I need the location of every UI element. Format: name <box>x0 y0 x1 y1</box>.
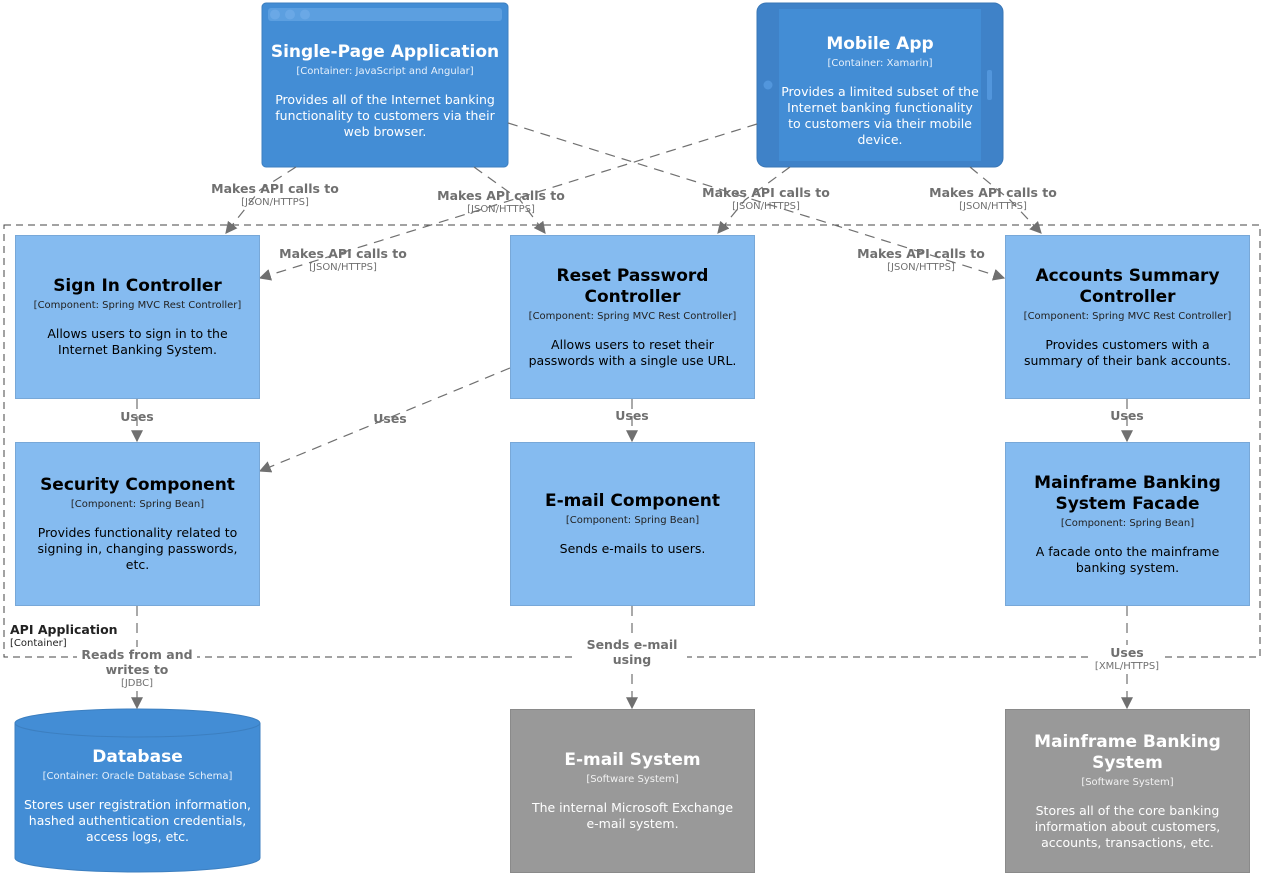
mobile-description: Provides a limited subset of the Interne… <box>781 84 979 147</box>
mainframe-banking-system: Mainframe Banking System [Software Syste… <box>1005 709 1250 873</box>
rel-line-spa-reset <box>473 166 546 234</box>
rel-label-reset-email: Uses <box>615 408 649 423</box>
spa-container: Single-Page Application [Container: Java… <box>268 42 502 140</box>
rel-label-mobile-reset: Makes API calls to [JSON/HTTPS] <box>702 185 830 213</box>
rel-line-reset-security <box>258 367 511 473</box>
rel-label-email-sys: Sends e-mail using <box>577 637 687 667</box>
email-system: E-mail System [Software System] The inte… <box>510 709 755 873</box>
security-component-description: Provides functionality related to signin… <box>37 525 238 572</box>
boundary-tech: [Container] <box>10 638 67 649</box>
rel-label-signin-security: Uses <box>120 409 154 424</box>
sign-in-controller-description: Allows users to sign in to the Internet … <box>47 326 228 357</box>
mainframe-facade-tech: [Component: Spring Bean] <box>1060 517 1195 529</box>
database-cylinder-shape <box>14 708 261 873</box>
rel-label-mobile-signin: Makes API calls to [JSON/HTTPS] <box>279 246 407 274</box>
security-component-tech: [Component: Spring Bean] <box>70 499 205 510</box>
rel-label-tech: [JSON/HTTPS] <box>309 262 377 273</box>
rel-label-tech: [JDBC] <box>120 678 154 689</box>
rel-label-text: Uses <box>373 411 407 426</box>
rel-label-text: Uses <box>120 409 154 424</box>
reset-password-controller: Reset Password Controller [Component: Sp… <box>510 235 755 399</box>
mainframe-banking-system-title: Mainframe Banking System <box>1034 731 1221 773</box>
rel-label-facade-mainframe: Uses [XML/HTTPS] <box>1092 645 1162 673</box>
mobile-title: Mobile App <box>826 34 934 54</box>
sign-in-controller-title: Sign In Controller <box>53 276 222 296</box>
reset-password-controller-title: Reset Password Controller <box>556 265 709 307</box>
rel-label-text: Uses <box>1110 408 1144 423</box>
rel-label-text: Uses <box>1110 645 1144 660</box>
accounts-summary-controller: Accounts Summary Controller [Component: … <box>1005 235 1250 399</box>
spa-tech: [Container: JavaScript and Angular] <box>296 66 474 77</box>
rel-label-tech: [JSON/HTTPS] <box>467 204 535 215</box>
security-component-title: Security Component <box>40 475 235 495</box>
database-tech: [Container: Oracle Database Schema] <box>42 771 233 782</box>
spa-window-shape <box>261 2 509 168</box>
email-system-title: E-mail System <box>564 750 701 770</box>
mainframe-banking-system-description: Stores all of the core banking informati… <box>1034 802 1221 850</box>
rel-label-tech: [JSON/HTTPS] <box>732 201 800 212</box>
rel-label-spa-accounts: Makes API calls to [JSON/HTTPS] <box>857 246 985 274</box>
mainframe-facade-title: Mainframe Banking System Facade <box>1034 472 1221 514</box>
rel-label-reset-security: Uses <box>373 411 407 426</box>
rel-label-text: Makes API calls to <box>929 185 1057 200</box>
rel-label-tech: [JSON/HTTPS] <box>959 201 1027 212</box>
accounts-summary-controller-tech: [Component: Spring MVC Rest Controller] <box>1023 310 1232 322</box>
accounts-summary-controller-description: Provides customers with a summary of the… <box>1023 336 1232 368</box>
rel-line-mobile-reset <box>717 166 791 234</box>
api-application-boundary-label: API Application [Container] <box>10 622 118 650</box>
rel-label-text: Makes API calls to <box>279 246 407 261</box>
reset-password-controller-description: Allows users to reset their passwords wi… <box>528 336 737 368</box>
email-system-description: The internal Microsoft Exchange e-mail s… <box>531 800 734 831</box>
mainframe-facade-description: A facade onto the mainframe banking syst… <box>1035 543 1220 575</box>
mobile-tech: [Container: Xamarin] <box>827 58 933 69</box>
rel-label-tech: [JSON/HTTPS] <box>241 197 309 208</box>
email-component: E-mail Component [Component: Spring Bean… <box>510 442 755 606</box>
rel-label-tech: [XML/HTTPS] <box>1094 661 1160 672</box>
rel-label-mobile-accounts: Makes API calls to [JSON/HTTPS] <box>929 185 1057 213</box>
rel-label-text: Makes API calls to <box>702 185 830 200</box>
sign-in-controller: Sign In Controller [Component: Spring MV… <box>15 235 260 399</box>
rel-label-security-db: Reads from and writes to [JDBC] <box>77 647 197 690</box>
rel-label-spa-signin: Makes API calls to [JSON/HTTPS] <box>211 181 339 209</box>
rel-label-text: Makes API calls to <box>437 188 565 203</box>
spa-title: Single-Page Application <box>270 42 500 62</box>
rel-label-text: Reads from and writes to <box>81 647 193 677</box>
rel-line-spa-signin <box>225 166 297 234</box>
rel-label-text: Makes API calls to <box>211 181 339 196</box>
accounts-summary-controller-title: Accounts Summary Controller <box>1035 265 1220 307</box>
email-system-tech: [Software System] <box>586 774 679 785</box>
rel-line-mobile-signin <box>258 123 758 281</box>
mainframe-facade-component: Mainframe Banking System Facade [Compone… <box>1005 442 1250 606</box>
reset-password-controller-tech: [Component: Spring MVC Rest Controller] <box>528 310 737 322</box>
rel-label-text: Uses <box>615 408 649 423</box>
rel-label-spa-reset: Makes API calls to [JSON/HTTPS] <box>437 188 565 216</box>
rel-line-mobile-accounts <box>969 166 1042 234</box>
security-component: Security Component [Component: Spring Be… <box>15 442 260 606</box>
mobile-app-container: Mobile App [Container: Xamarin] Provides… <box>779 34 981 148</box>
sign-in-controller-tech: [Component: Spring MVC Rest Controller] <box>33 300 242 311</box>
rel-label-accounts-facade: Uses <box>1110 408 1144 423</box>
spa-description: Provides all of the Internet banking fun… <box>275 92 495 139</box>
database-title: Database <box>92 747 183 767</box>
email-component-description: Sends e-mails to users. <box>559 541 706 556</box>
database-container: Database [Container: Oracle Database Sch… <box>22 747 253 845</box>
boundary-title: API Application <box>10 622 118 637</box>
email-component-tech: [Component: Spring Bean] <box>565 515 700 526</box>
email-component-title: E-mail Component <box>544 491 720 511</box>
rel-label-text: Makes API calls to <box>857 246 985 261</box>
rel-line-spa-accounts <box>507 122 1006 281</box>
database-description: Stores user registration information, ha… <box>24 797 251 844</box>
mobile-device-shape <box>756 2 1004 168</box>
rel-label-text: Sends e-mail using <box>586 637 678 667</box>
mainframe-banking-system-tech: [Software System] <box>1081 776 1174 788</box>
rel-label-tech: [JSON/HTTPS] <box>887 262 955 273</box>
